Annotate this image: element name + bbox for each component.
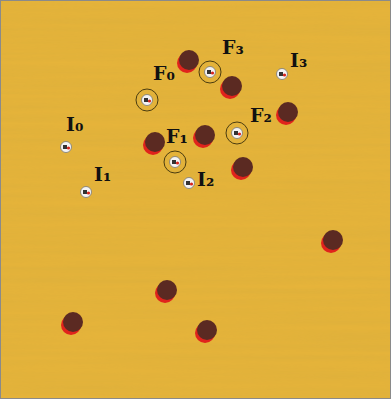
robot-label: I₀ [66, 113, 83, 135]
robot-body [277, 69, 288, 80]
robot-body [142, 95, 153, 106]
robot-led [211, 71, 214, 74]
robot-label: I₂ [197, 168, 214, 190]
highlight-ring [199, 61, 221, 83]
robot-body [170, 157, 181, 168]
obstacle-disk [278, 102, 298, 122]
robot-body [81, 187, 92, 198]
highlight-ring [226, 122, 248, 144]
robots [61, 61, 288, 198]
obstacle-disk [222, 76, 242, 96]
robot-led [238, 132, 241, 135]
robot-top [207, 70, 211, 74]
robot-label: F₁ [166, 125, 188, 147]
robot-top [186, 181, 190, 185]
highlight-ring [164, 151, 186, 173]
robot-body [184, 178, 195, 189]
robot-top [234, 131, 238, 135]
robot-body [232, 128, 243, 139]
robot-led [283, 73, 286, 76]
obstacle-disk [195, 125, 215, 145]
robot-label: I₃ [290, 49, 307, 71]
obstacle-disk [157, 280, 177, 300]
robot-led [148, 99, 151, 102]
robot-led [176, 161, 179, 164]
robot-top [279, 72, 283, 76]
robot-top [172, 160, 176, 164]
obstacle-disk [145, 132, 165, 152]
obstacle-disk [63, 312, 83, 332]
robot-top [83, 190, 87, 194]
obstacles [61, 50, 343, 343]
obstacle-disk [323, 230, 343, 250]
robot-led [87, 191, 90, 194]
robot-top [144, 98, 148, 102]
highlight-ring [136, 89, 158, 111]
robot-led [190, 182, 193, 185]
robot-label: F₂ [250, 104, 272, 126]
robot-label: F₀ [153, 62, 175, 84]
robot-body [205, 67, 216, 78]
obstacle-disk [179, 50, 199, 70]
robot-top [63, 145, 67, 149]
obstacle-disk [197, 320, 217, 340]
robot-label: I₁ [94, 163, 111, 185]
obstacle-disk [233, 157, 253, 177]
robot-label: F₃ [222, 36, 244, 58]
robot-led [67, 146, 70, 149]
robot-body [61, 142, 72, 153]
